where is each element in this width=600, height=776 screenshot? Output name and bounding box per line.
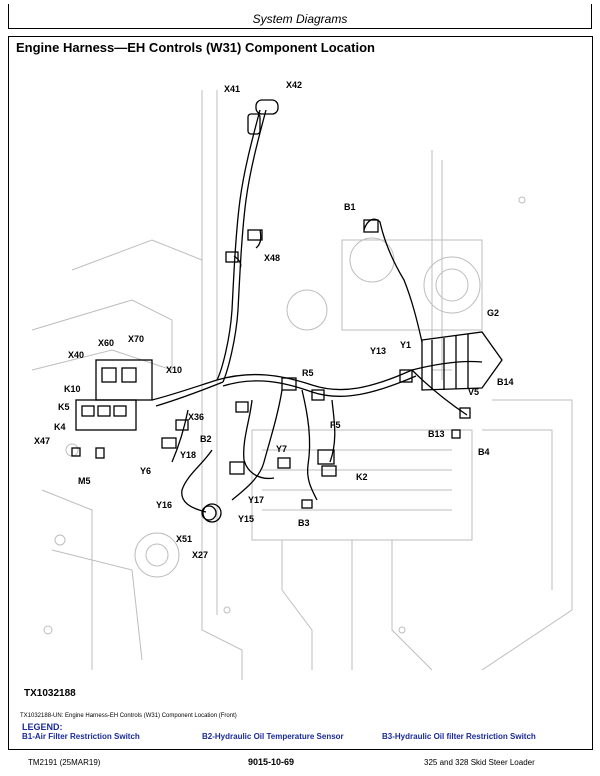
label-k2: K2 [356,472,368,482]
label-x27: X27 [192,550,209,560]
footer-manual-id: TM2191 (25MAR19) [28,758,101,767]
component-location-diagram [31,90,573,680]
label-f5: F5 [330,420,341,430]
label-k4: K4 [54,422,66,432]
label-x40: X40 [68,350,85,360]
label-b14: B14 [497,377,514,387]
label-b3: B3 [298,518,310,528]
header-rule-right [591,4,592,28]
label-x41: X41 [224,84,241,94]
label-y16: Y16 [156,500,173,510]
label-x10: X10 [166,365,183,375]
header-rule [8,28,592,29]
label-y1: Y1 [400,340,412,350]
legend-item-b2: B2-Hydraulic Oil Temperature Sensor [202,732,344,741]
label-b13: B13 [428,429,445,439]
label-x42: X42 [286,80,303,90]
label-y6: Y6 [140,466,152,476]
legend-title: LEGEND: [22,722,63,732]
legend-item-b3: B3-Hydraulic Oil filter Restriction Swit… [382,732,536,741]
label-x36: X36 [188,412,205,422]
label-g2: G2 [487,308,500,318]
footer-model: 325 and 328 Skid Steer Loader [424,758,535,767]
label-x47: X47 [34,436,51,446]
label-m5: M5 [78,476,91,486]
figure-caption: TX1032188-UN: Engine Harness-EH Controls… [20,713,237,719]
label-k10: K10 [64,384,81,394]
label-y13: Y13 [370,346,387,356]
label-b2: B2 [200,434,212,444]
label-r5: R5 [302,368,314,378]
label-x70: X70 [128,334,145,344]
label-y15: Y15 [238,514,255,524]
header-rule-left [8,4,9,28]
label-x48: X48 [264,253,281,263]
label-x51: X51 [176,534,193,544]
label-v5: V5 [468,387,480,397]
label-x60: X60 [98,338,115,348]
label-y17: Y17 [248,495,265,505]
page-title: Engine Harness—EH Controls (W31) Compone… [16,40,375,55]
label-y18: Y18 [180,450,197,460]
label-k5: K5 [58,402,70,412]
label-b4: B4 [478,447,490,457]
content-frame [8,36,593,750]
label-b1: B1 [344,202,356,212]
figure-id: TX1032188 [24,688,76,699]
footer-page-number: 9015-10-69 [248,757,295,767]
legend-item-b1: B1-Air Filter Restriction Switch [22,732,140,741]
section-title: System Diagrams [252,12,348,26]
label-y7: Y7 [276,444,288,454]
